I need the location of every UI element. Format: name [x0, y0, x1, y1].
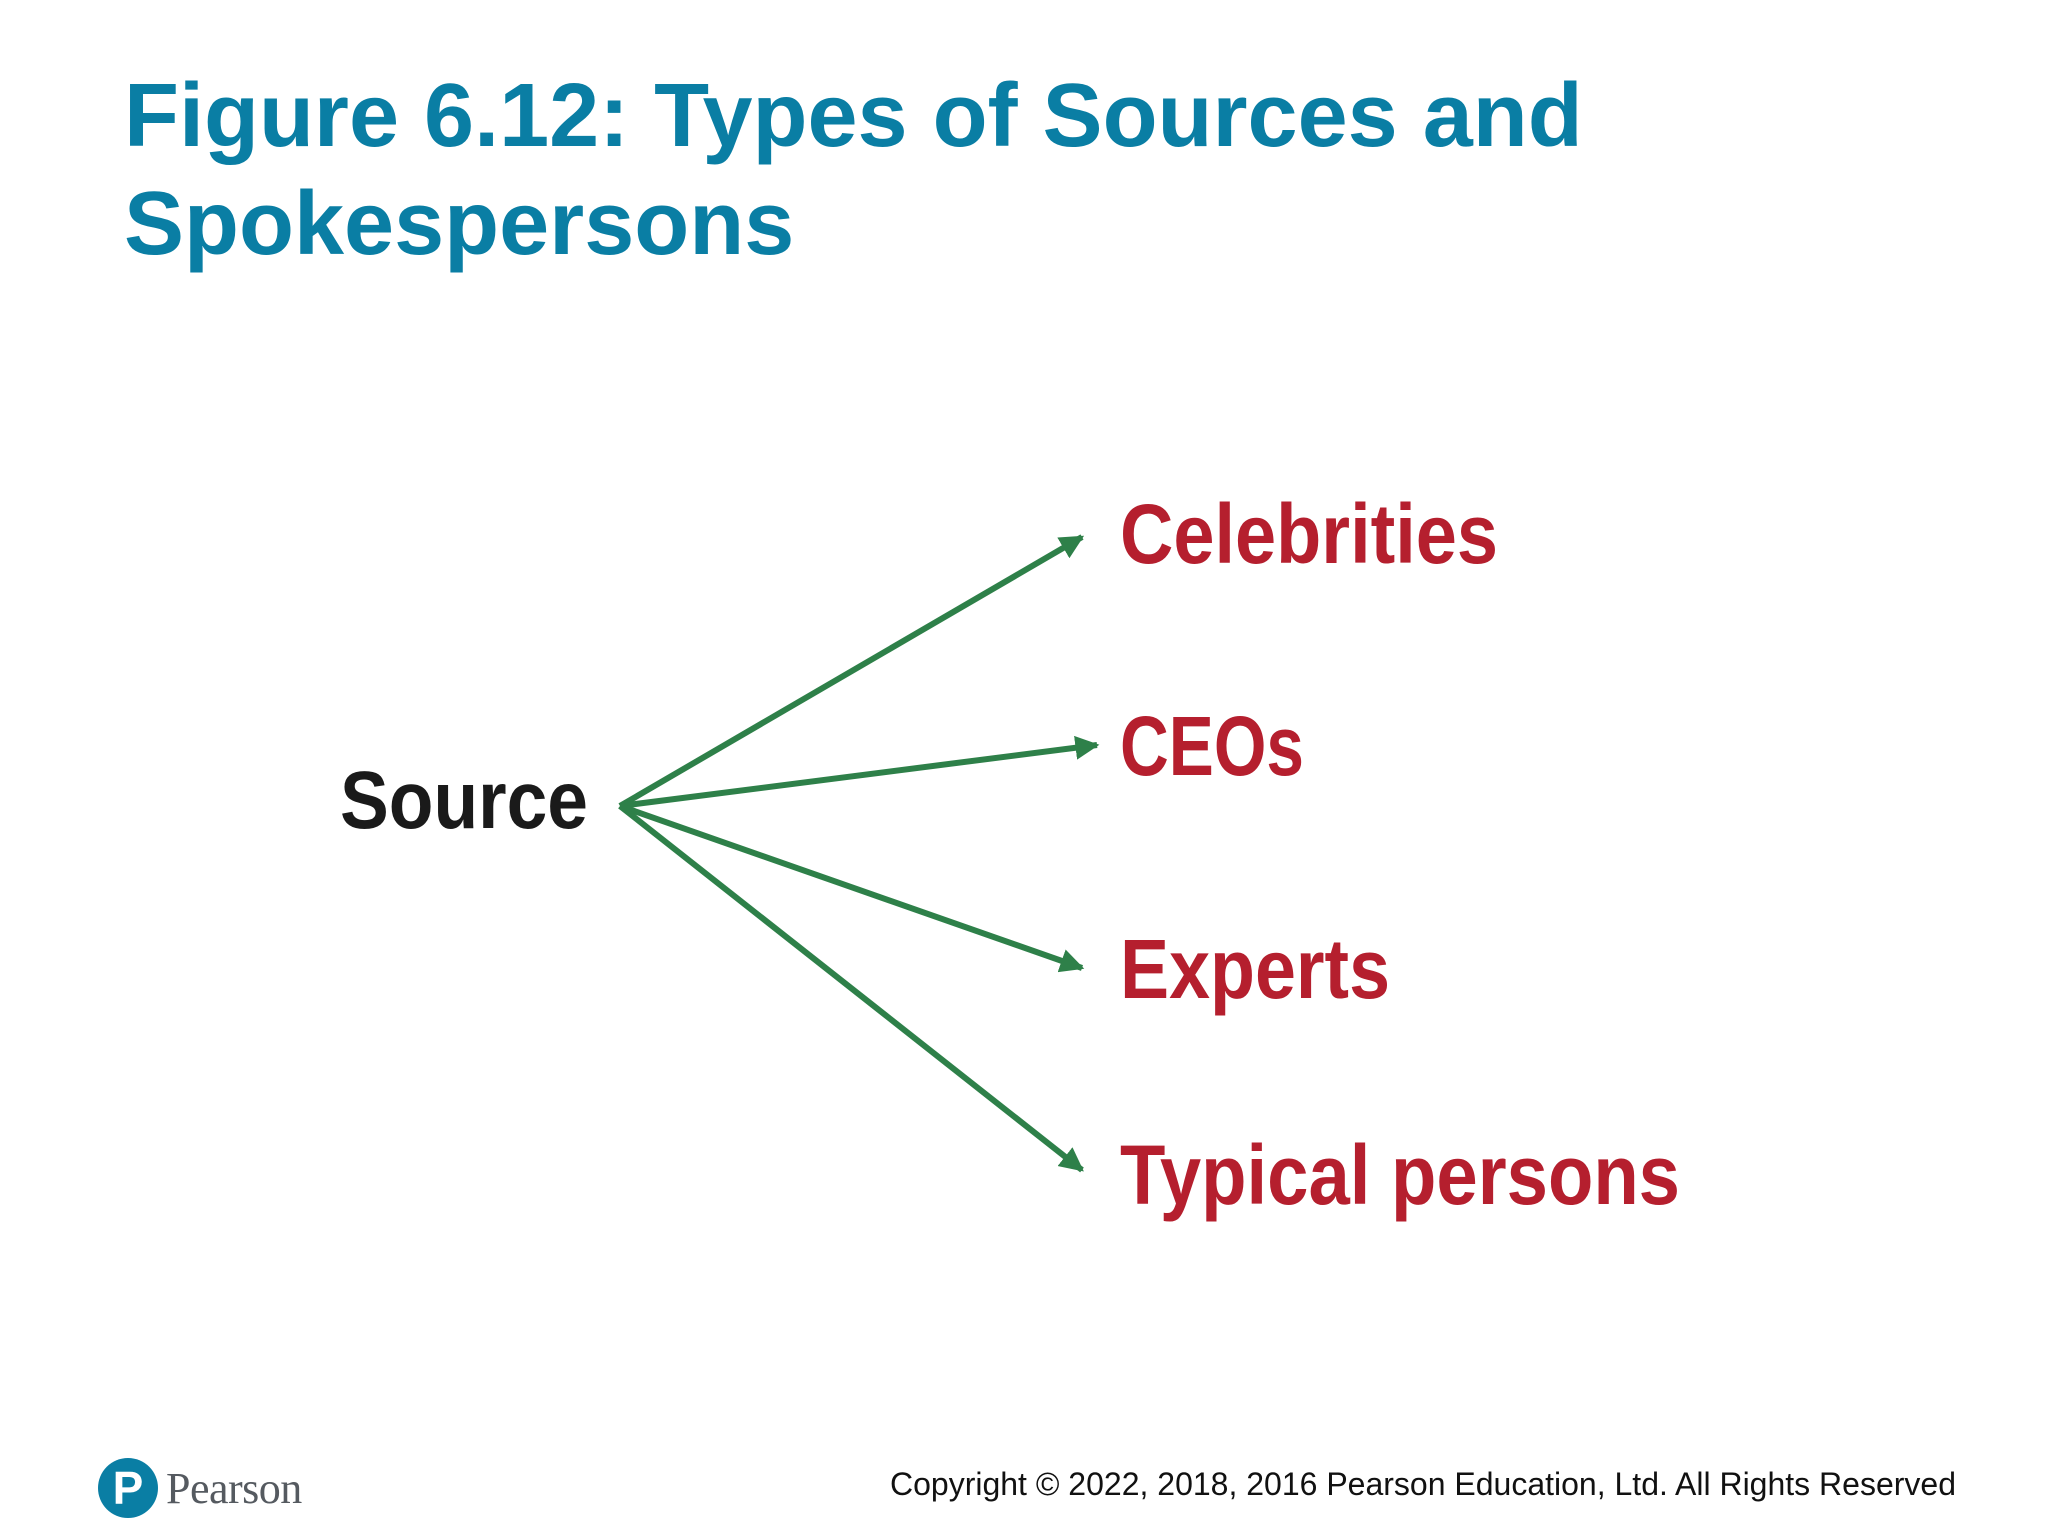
- target-celebrities: Celebrities: [1120, 487, 1498, 581]
- target-typical-persons: Typical persons: [1120, 1128, 1680, 1222]
- arrow-to-experts: [619, 803, 1085, 973]
- pearson-logo-text: Pearson: [166, 1463, 302, 1513]
- arrow-to-ceos: [619, 735, 1100, 809]
- slide-footer: P Pearson Copyright © 2022, 2018, 2016 P…: [0, 1440, 2048, 1530]
- copyright-notice: Copyright © 2022, 2018, 2016 Pearson Edu…: [889, 1466, 1956, 1502]
- slide-title: Figure 6.12: Types of Sources and Spokes…: [124, 66, 1583, 274]
- arrow-to-typical-persons: [618, 803, 1084, 1173]
- target-ceos: CEOs: [1120, 699, 1304, 793]
- source-label: Source: [340, 755, 588, 846]
- arrows: [618, 534, 1100, 1173]
- pearson-logo: P Pearson: [98, 1458, 302, 1518]
- pearson-logo-icon: P: [98, 1458, 158, 1518]
- arrow-to-celebrities: [618, 534, 1085, 809]
- target-experts: Experts: [1120, 922, 1390, 1016]
